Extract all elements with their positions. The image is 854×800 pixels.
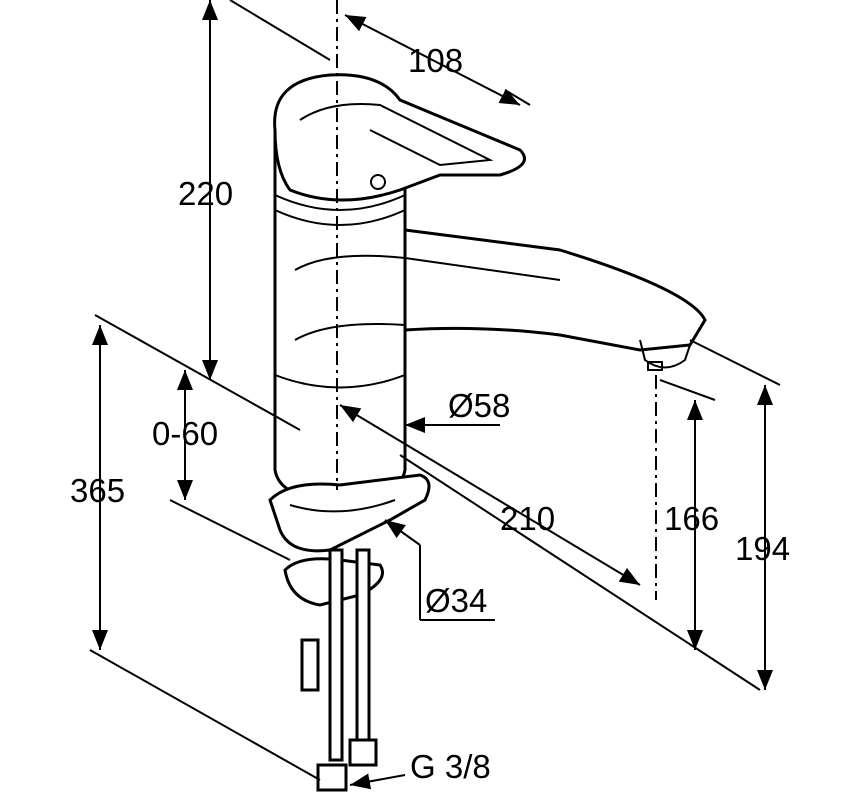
dim-210: 210 (500, 500, 555, 537)
dim-220: 220 (178, 175, 233, 212)
dimension-lines (89, 0, 781, 790)
faucet-spout (294, 228, 707, 371)
mounting-base (268, 473, 431, 607)
dim-108: 108 (408, 42, 463, 79)
dim-365: 365 (70, 472, 125, 509)
dim-diameter-34: Ø34 (425, 582, 487, 619)
dim-diameter-58: Ø58 (448, 387, 510, 424)
dim-0-60: 0-60 (152, 415, 218, 452)
connection-hoses (300, 548, 378, 792)
dim-194: 194 (735, 530, 790, 567)
dim-166: 166 (664, 500, 719, 537)
dim-g-3-8: G 3/8 (410, 748, 491, 785)
faucet-handle (273, 73, 526, 202)
